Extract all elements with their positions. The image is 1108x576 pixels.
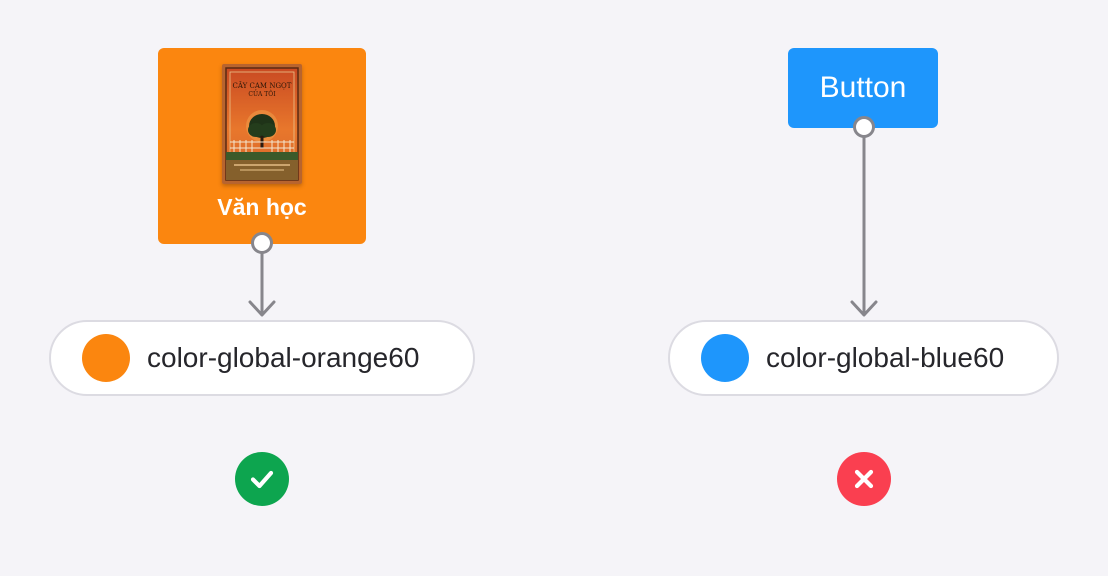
sample-button[interactable]: Button (788, 48, 938, 128)
right-connector (850, 116, 878, 317)
connector-node (251, 232, 273, 254)
token-name: color-global-orange60 (147, 342, 420, 373)
color-swatch-blue (701, 334, 749, 382)
token-name: color-global-blue60 (766, 342, 1005, 373)
book-cover-image: CÂY CAM NGỌT CỦA TÔI (222, 64, 302, 184)
connector-node (853, 116, 875, 138)
left-connector (248, 232, 276, 317)
check-icon (250, 470, 274, 489)
color-swatch-orange (82, 334, 130, 382)
card-label: Văn học (217, 194, 307, 220)
token-pill-blue: color-global-blue60 (668, 320, 1059, 396)
incorrect-status (837, 452, 891, 506)
token-pill-orange: color-global-orange60 (49, 320, 475, 396)
svg-text:CÂY CAM NGỌT: CÂY CAM NGỌT (233, 81, 292, 90)
close-icon (854, 469, 874, 489)
svg-text:CỦA TÔI: CỦA TÔI (248, 90, 276, 98)
correct-status (235, 452, 289, 506)
category-card[interactable]: CÂY CAM NGỌT CỦA TÔI (158, 48, 366, 244)
